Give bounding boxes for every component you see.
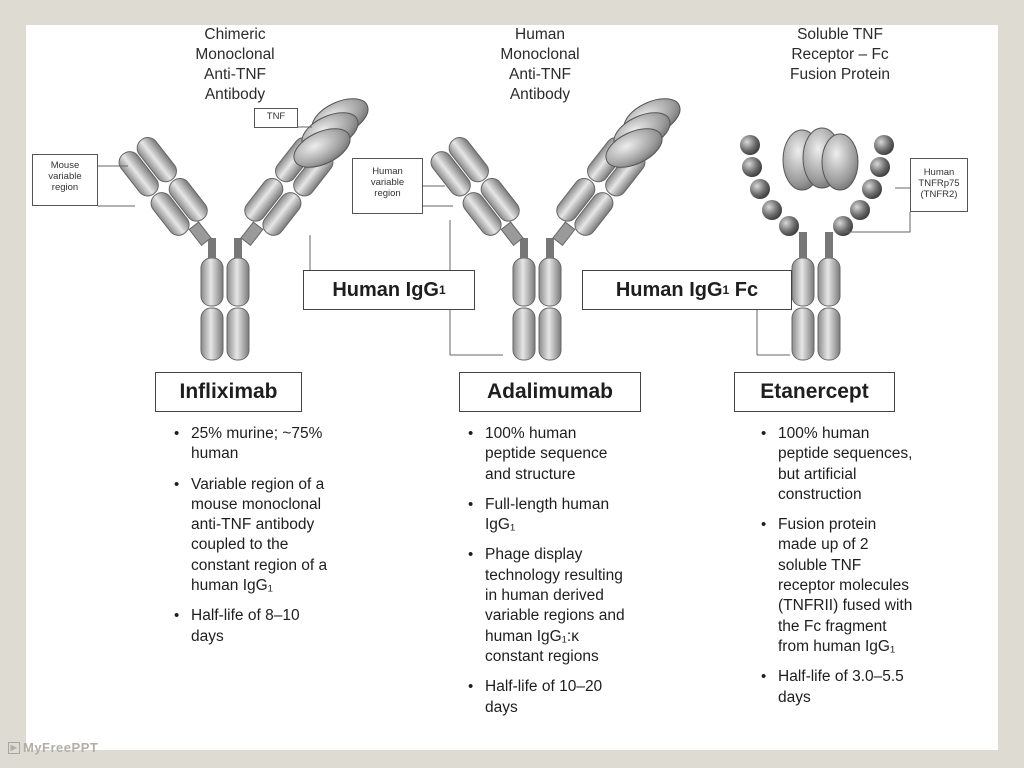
tnf-label: TNF: [254, 108, 298, 128]
watermark-text: MyFreePPT: [23, 740, 99, 755]
adalimumab-antibody: [426, 90, 687, 361]
infliximab-antibody: [114, 90, 375, 361]
drug-etanercept: Etanercept: [734, 372, 895, 412]
tnfr-bead-chain-right: [833, 135, 894, 236]
drug-infliximab: Infliximab: [155, 372, 302, 412]
tnf-trimer-right: [782, 127, 859, 191]
play-icon: ▶: [8, 741, 20, 754]
watermark: ▶ MyFreePPT: [8, 740, 98, 755]
bullet-item: 25% murine; ~75%human: [170, 424, 400, 465]
drug-adalimumab: Adalimumab: [459, 372, 641, 412]
infliximab-bullets: 25% murine; ~75%human Variable region of…: [170, 424, 400, 657]
tnfr-bead-chain-left: [740, 135, 799, 236]
etanercept-fusion-protein: [740, 127, 894, 361]
